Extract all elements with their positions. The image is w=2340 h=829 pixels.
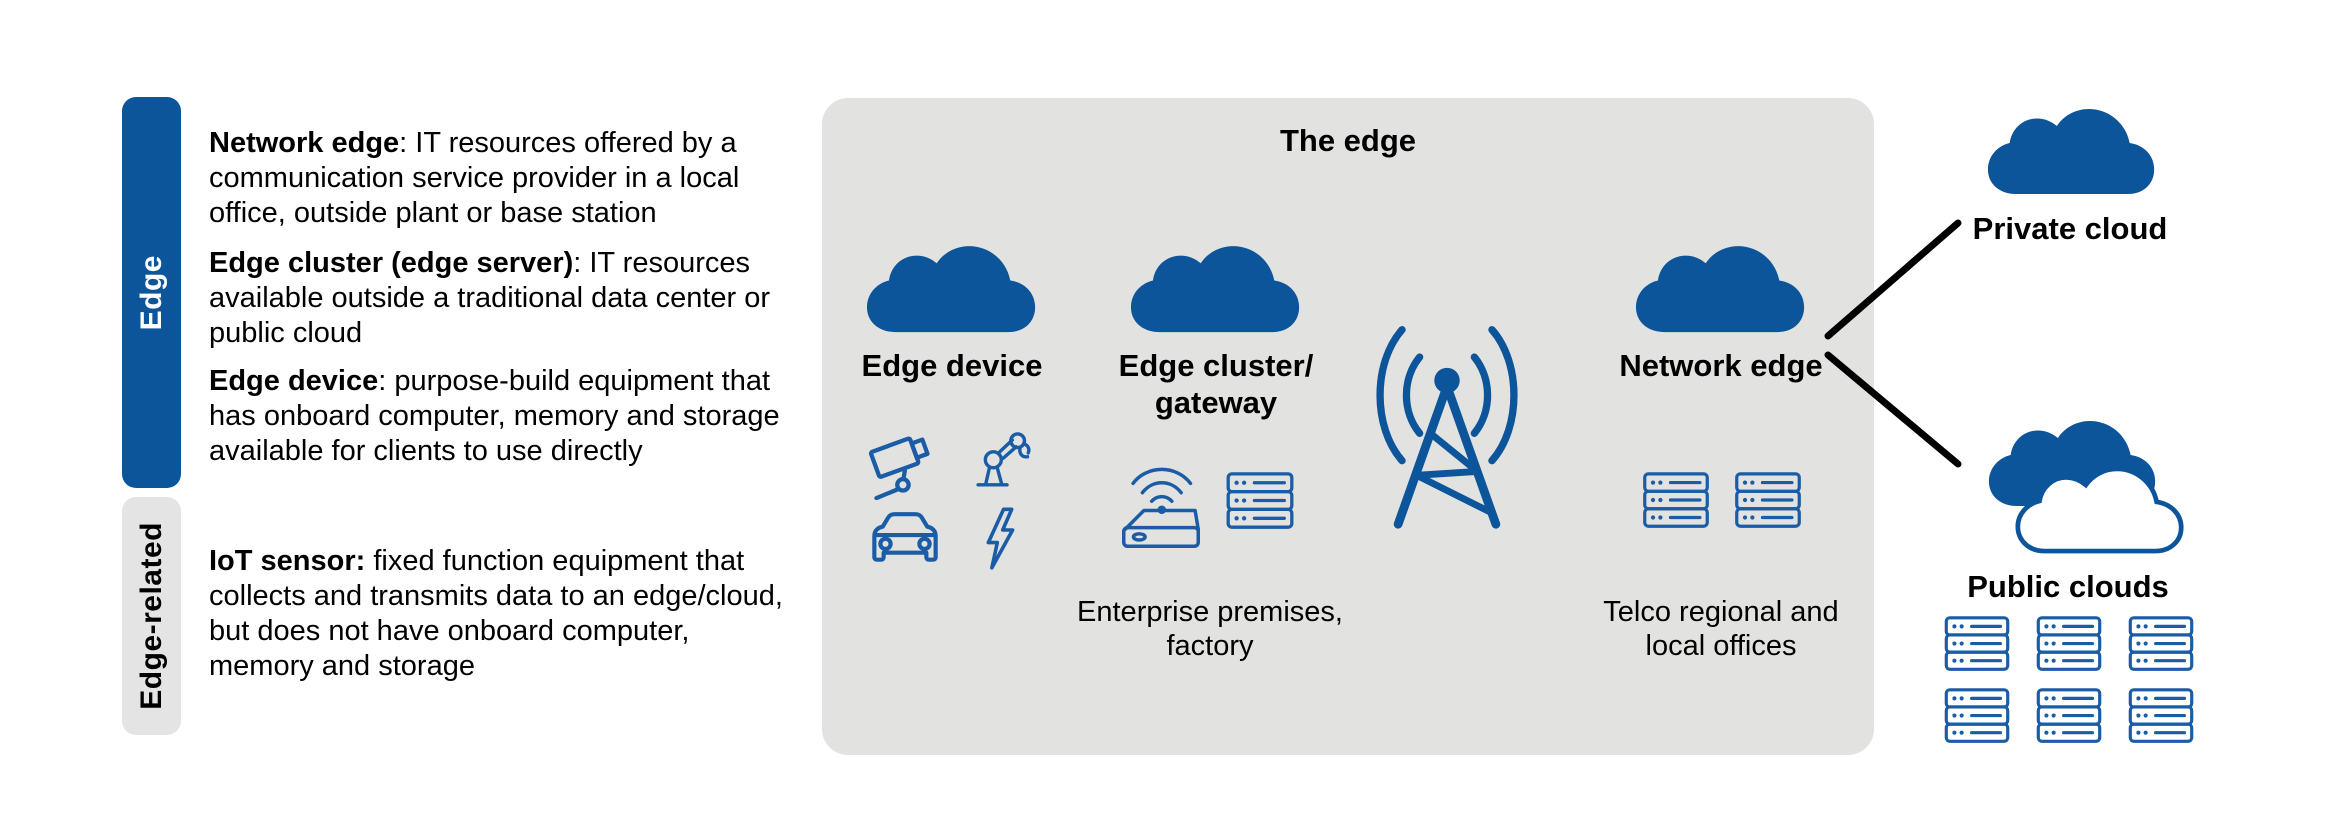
server-rack-icon: [1943, 688, 2011, 744]
server-rack-icon: [1733, 472, 1803, 529]
security-camera-icon: [866, 428, 938, 500]
cloud-icon: [866, 227, 1038, 334]
private-cloud-icon: [1987, 90, 2157, 196]
server-rack-icon: [2035, 616, 2103, 672]
edge-related-category-label: Edge-related: [134, 522, 168, 710]
server-rack-icon: [2035, 688, 2103, 744]
definition-term: Edge cluster (edge server): [209, 247, 574, 279]
lightning-bolt-icon: [982, 506, 1018, 572]
enterprise-caption: Enterprise premises, factory: [1077, 596, 1343, 662]
wifi-gateway-icon: [1116, 450, 1206, 554]
server-rack-icon: [2127, 688, 2195, 744]
edge-related-category-bar: Edge-related: [122, 497, 181, 735]
public-clouds-label: Public clouds: [1967, 569, 2169, 604]
server-rack-icon: [1943, 616, 2011, 672]
cloud-icon: [1635, 227, 1807, 334]
server-rack-icon: [1224, 472, 1296, 530]
definition-text: fixed function equipment that collects a…: [209, 545, 783, 682]
cloud-icon: [1130, 227, 1302, 334]
definition-term: IoT sensor:: [209, 545, 366, 577]
definition-iot-sensor: IoT sensor: fixed function equipment tha…: [209, 544, 801, 684]
private-cloud-label: Private cloud: [1972, 211, 2168, 246]
definition-text: : IT resources offered by a communicatio…: [209, 127, 740, 229]
radio-tower-icon: [1367, 318, 1527, 533]
server-rack-icon: [1641, 472, 1711, 529]
edge-device-node: Edge device: [832, 227, 1072, 384]
definition-edge-device: Edge device: purpose-build equipment tha…: [209, 364, 801, 469]
edge-category-bar: Edge: [122, 97, 181, 488]
server-rack-icon: [2127, 616, 2195, 672]
definition-term: Edge device: [209, 365, 379, 397]
edge-category-label: Edge: [134, 254, 168, 331]
definition-text: : purpose-build equipment that has onboa…: [209, 365, 780, 467]
the-edge-panel: The edge Edge device Edge cluster/ gatew…: [822, 98, 1874, 755]
telco-caption: Telco regional and local offices: [1603, 596, 1839, 662]
public-cloud-outline-icon: [2015, 448, 2185, 554]
network-edge-node: Network edge: [1601, 227, 1841, 384]
definition-network-edge: Network edge: IT resources offered by a …: [209, 126, 801, 231]
car-icon: [866, 510, 944, 562]
public-cloud-server-grid: [1943, 616, 2195, 744]
panel-title: The edge: [1279, 123, 1417, 158]
network-edge-label: Network edge: [1619, 348, 1823, 383]
edge-cluster-label: Edge cluster/ gateway: [1118, 348, 1314, 420]
definition-text: : IT resources available outside a tradi…: [209, 247, 771, 349]
definition-edge-cluster: Edge cluster (edge server): IT resources…: [209, 246, 801, 351]
definition-term: Network edge: [209, 127, 400, 159]
robot-arm-icon: [969, 424, 1045, 494]
edge-cluster-node: Edge cluster/ gateway: [1096, 227, 1336, 421]
edge-device-label: Edge device: [861, 348, 1043, 383]
